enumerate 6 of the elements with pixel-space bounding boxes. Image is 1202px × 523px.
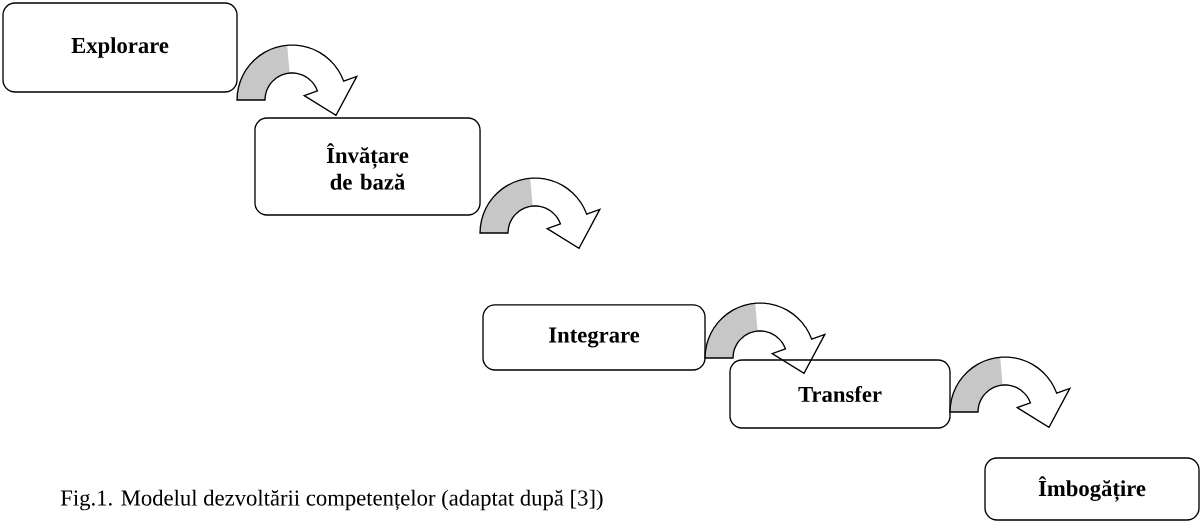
- process-box: Transfer: [729, 359, 951, 429]
- caption: Fig.1. Modelul dezvoltării competențelor (adaptat după [3]): [60, 489, 603, 511]
- process-box: Explorare: [2, 2, 238, 93]
- process-box: Integrare: [482, 304, 706, 371]
- process-box: Îmbogățire: [984, 457, 1200, 521]
- process-box: Învățare de bază: [254, 117, 481, 216]
